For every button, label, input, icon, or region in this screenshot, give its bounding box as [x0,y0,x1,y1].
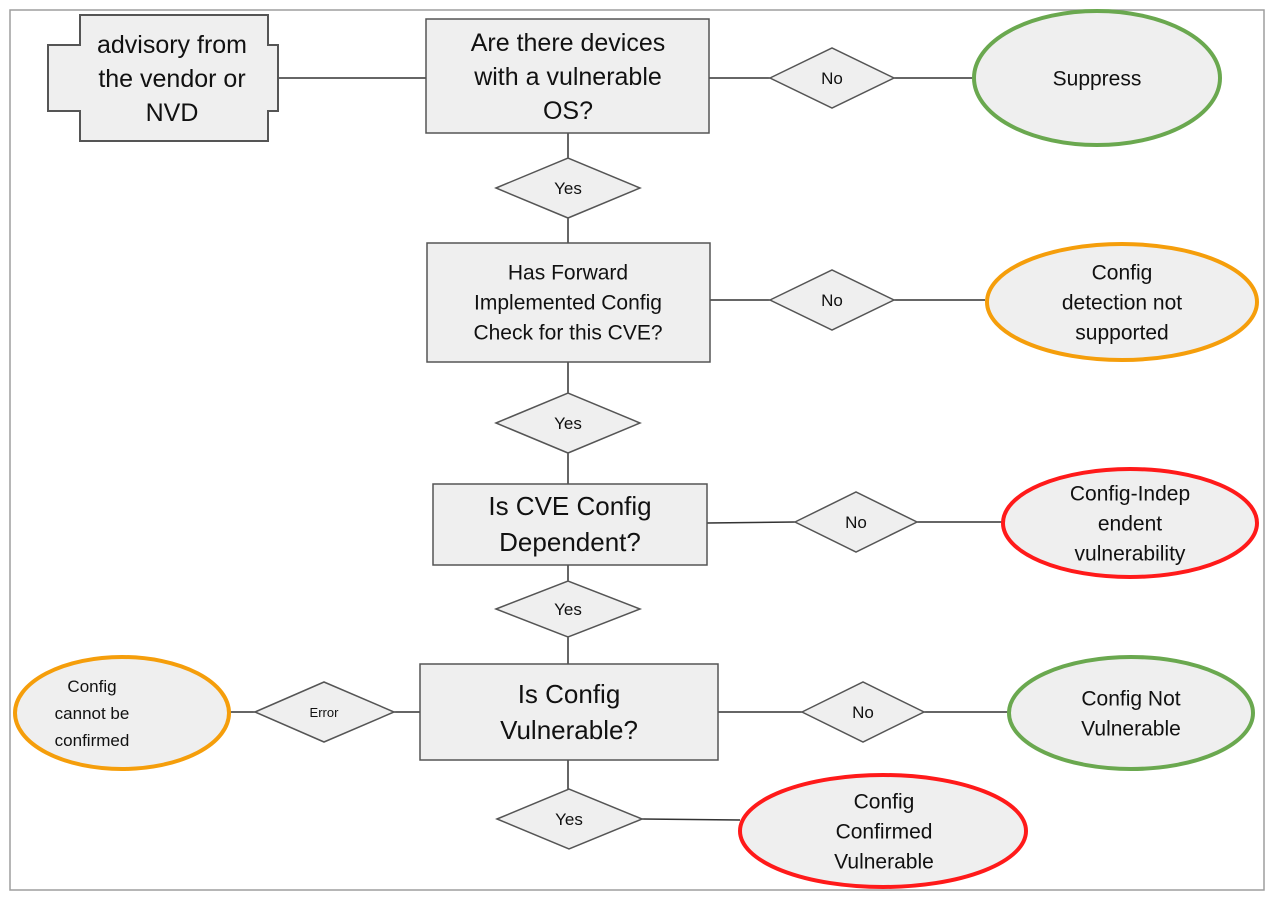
edge-q3-no [706,521,796,524]
outcome-detection-not-supported[interactable]: Config detection not supported [985,242,1259,362]
label-line: Are there devices [471,29,666,57]
diamond-no-3[interactable]: No [793,491,919,553]
start-node-label: advisory from the vendor or NVD [97,31,247,127]
label-line: Config [1092,261,1153,284]
diamond-no-2[interactable]: No [768,269,896,331]
label-line: Vulnerable [834,850,934,873]
diamond-label: No [845,513,867,532]
diamond-yes-1[interactable]: Yes [494,157,642,219]
label-line: Confirmed [836,820,933,843]
label-line: OS? [543,97,593,125]
label-line: Suppress [1053,67,1142,90]
diamond-label: Yes [555,810,583,829]
diamond-yes-3[interactable]: Yes [493,580,643,638]
label-line: Config-Indep [1070,482,1190,505]
outcome-cannot-be-confirmed[interactable]: Config cannot be confirmed [13,655,231,771]
label-line: Vulnerable [1081,717,1181,740]
diagram-frame [9,9,1265,891]
label-line: Check for this CVE? [473,321,662,344]
diamond-label: No [821,69,843,88]
label-line: endent [1098,512,1162,535]
start-node[interactable]: advisory from the vendor or NVD [47,14,279,142]
outcome-label: Suppress [1053,67,1142,90]
diamond-label: No [852,703,874,722]
diamond-error[interactable]: Error [253,681,396,743]
diamond-yes-4[interactable]: Yes [495,788,644,850]
label-line: supported [1075,321,1168,344]
label-line: Is Config [518,679,621,709]
diamond-no-1[interactable]: No [768,47,896,109]
label-line: Config Not [1081,687,1180,710]
label-line: Implemented Config [474,291,662,314]
outcome-label: Config detection not supported [1062,261,1182,344]
label-line: vulnerability [1075,542,1186,565]
label-line: confirmed [55,731,130,750]
label-line: Dependent? [499,527,641,557]
label-line: cannot be [55,704,130,723]
label-line: advisory from [97,31,247,59]
outcome-suppress[interactable]: Suppress [972,9,1222,147]
label-line: Has Forward [508,261,628,284]
diamond-label: Yes [554,600,582,619]
connector-lines [230,77,1008,821]
label-line: with a vulnerable [473,63,662,91]
diamond-label: Error [310,705,340,720]
label-line: Config [67,677,116,696]
label-line: NVD [146,99,199,127]
diamond-label: No [821,291,843,310]
outcome-config-independent[interactable]: Config-Indep endent vulnerability [1001,467,1259,579]
diamond-label: Yes [554,179,582,198]
label-line: Config [854,790,915,813]
label-line: detection not [1062,291,1182,314]
outcome-label: Config-Indep endent vulnerability [1070,482,1190,565]
diamond-yes-2[interactable]: Yes [494,392,642,454]
label-line: the vendor or [98,65,245,93]
diamond-label: Yes [554,414,582,433]
edge-yes-o5 [641,818,741,821]
label-line: Is CVE Config [488,491,651,521]
diamond-no-4[interactable]: No [800,681,926,743]
outcome-label: Config cannot be confirmed [55,677,130,750]
label-line: Vulnerable? [500,715,638,745]
